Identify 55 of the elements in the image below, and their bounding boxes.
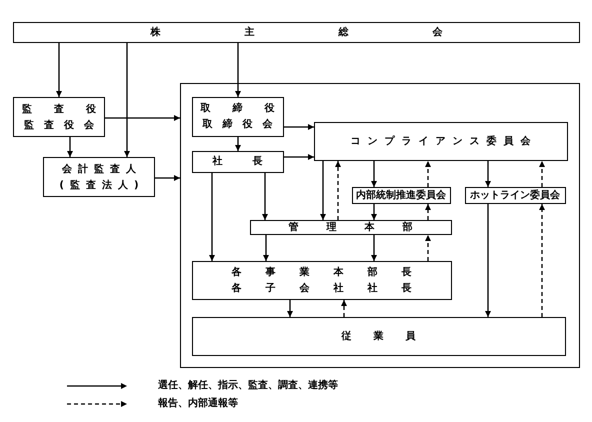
arrow: [284, 124, 314, 130]
company-frame: [180, 83, 580, 368]
node-label: ホットライン委員会: [470, 190, 560, 200]
org-box: [192, 96, 284, 136]
arrow: [56, 43, 62, 97]
org-box: [192, 260, 452, 300]
node-label: 会計監査人: [61, 164, 142, 174]
arrow: [263, 235, 269, 261]
committee-box: [352, 186, 450, 204]
meeting-box: [13, 22, 580, 43]
arrow: [287, 300, 293, 317]
arrow: [371, 204, 377, 220]
arrow: [485, 161, 491, 187]
node-label: 各子会社社長: [230, 282, 436, 294]
arrow: [67, 137, 73, 157]
arrow: [320, 161, 326, 220]
legend-text: 選任、解任、指示、監査、調査、連携等: [158, 378, 338, 393]
org-box: [250, 220, 452, 234]
dashed-arrow: [539, 161, 545, 187]
dashed-arrow: [539, 204, 545, 317]
arrow: [235, 43, 241, 97]
legend-text: 報告、内部通報等: [158, 396, 238, 411]
arrow: [209, 173, 215, 261]
node-label: 取締役会: [201, 119, 282, 130]
node-label: 管理本部: [288, 222, 440, 232]
arrow: [105, 115, 180, 121]
org-box: [13, 97, 105, 137]
org-box: [192, 150, 284, 172]
arrow: [235, 137, 241, 151]
node-label: 取締役: [199, 103, 296, 114]
dashed-arrow: [425, 161, 431, 187]
arrow: [155, 175, 180, 181]
node-label: 株主総会: [149, 27, 526, 38]
committee-box: [464, 186, 566, 204]
node-label: 監査役: [21, 104, 118, 114]
arrow: [124, 43, 130, 157]
dashed-arrow: [425, 235, 431, 261]
node-label: 内部統制推進委員会: [356, 190, 446, 200]
arrow: [371, 161, 377, 187]
dashed-arrow: [425, 204, 431, 220]
arrow: [371, 235, 377, 261]
arrow: [262, 173, 268, 220]
committee-box: [314, 122, 568, 160]
dashed-arrow: [335, 161, 341, 220]
dashed-arrow: [341, 300, 347, 317]
node-label: 監査役会: [23, 120, 104, 130]
org-box: [192, 316, 566, 356]
node-label: 各事業本部長: [230, 266, 436, 278]
node-label: (監査法人): [58, 180, 145, 190]
node-label: 従業員: [340, 330, 438, 342]
org-box: [43, 157, 155, 197]
arrow: [284, 154, 314, 160]
node-label: 社長: [211, 156, 292, 167]
arrow: [485, 204, 491, 317]
node-label: コンプライアンス委員会: [350, 136, 538, 146]
